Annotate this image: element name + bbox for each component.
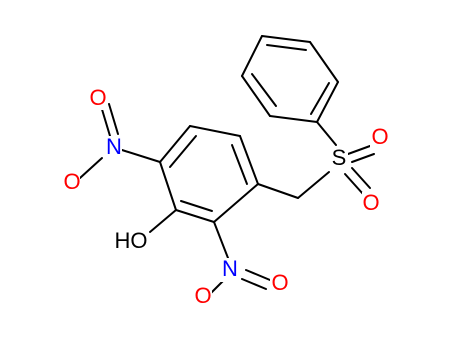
bond-s-o-upper bbox=[347, 145, 371, 155]
atom-hydroxyl: HO bbox=[115, 228, 148, 253]
bond-phenyl-2 bbox=[241, 75, 271, 117]
bond-phenyl-2-inner bbox=[251, 73, 277, 107]
bond-ring-c6-c1 bbox=[159, 161, 177, 211]
bond-phenyl-1 bbox=[269, 115, 318, 123]
bond-phenyl-4-inner bbox=[266, 44, 307, 51]
bond-ring-c2-c3 bbox=[189, 125, 241, 137]
bond-n-top-o-top bbox=[100, 105, 111, 137]
bond-ring-c1-c2 bbox=[159, 125, 191, 163]
label-knockout-ho bbox=[114, 230, 148, 254]
bond-c6-oh bbox=[149, 209, 177, 233]
bond-n-top-o-top-double bbox=[108, 103, 119, 135]
bond-ring-c5-c6 bbox=[175, 209, 215, 223]
bond-ring-c3-c4 bbox=[239, 135, 259, 185]
label-knockout-o-bottom bbox=[194, 286, 212, 308]
bond-s-o-upper-double bbox=[351, 153, 375, 163]
atom-o-top: O bbox=[89, 85, 106, 110]
bond-phenyl-6-inner bbox=[310, 82, 330, 115]
atom-o-bottom: O bbox=[194, 283, 211, 308]
atom-o-bottom-right: O bbox=[271, 270, 288, 295]
bond-s-o-lower-double bbox=[351, 167, 371, 189]
atom-o-sulfonyl-upper: O bbox=[371, 124, 388, 149]
label-knockout-n-bottom bbox=[220, 258, 240, 282]
bond-n-top-o-left bbox=[79, 157, 103, 179]
atom-layer: O N O HO N O O S O O bbox=[62, 85, 389, 308]
bond-ring-c3-c4-inner bbox=[231, 144, 248, 185]
bond-c4-ch2 bbox=[257, 183, 299, 199]
bond-phenyl-4 bbox=[261, 35, 311, 43]
bond-phenyl-5 bbox=[309, 41, 339, 83]
bond-n-bottom-o-right bbox=[245, 269, 271, 281]
bond-n-bottom-o-right-double bbox=[241, 278, 267, 290]
label-knockout-o-s-upper bbox=[370, 126, 388, 150]
bond-ring-c1-c2-inner bbox=[169, 135, 197, 168]
bond-s-phenyl bbox=[316, 121, 337, 146]
bond-layer bbox=[79, 35, 375, 299]
label-knockout-o-top bbox=[88, 88, 106, 110]
bond-ring-c5-c6-inner bbox=[180, 200, 213, 212]
bond-ch2-s bbox=[297, 171, 330, 199]
bond-s-o-lower bbox=[344, 173, 364, 195]
bond-phenyl-6 bbox=[316, 81, 339, 123]
atom-n-top: N bbox=[106, 134, 122, 159]
atom-o-left: O bbox=[63, 169, 80, 194]
atom-n-bottom: N bbox=[222, 256, 238, 281]
label-knockout-o-left bbox=[62, 172, 80, 194]
atom-sulfur: S bbox=[332, 145, 347, 170]
bond-ring-c4-c5 bbox=[213, 183, 259, 223]
bond-c5-n-bottom bbox=[213, 221, 229, 259]
bond-phenyl-3 bbox=[241, 35, 263, 77]
label-knockout-s bbox=[330, 146, 348, 172]
label-knockout-o-s-lower bbox=[362, 192, 380, 216]
label-knockout-n-top bbox=[104, 136, 122, 160]
bond-c1-n-top bbox=[121, 149, 161, 163]
atom-o-sulfonyl-lower: O bbox=[362, 190, 379, 215]
label-knockout-o-bottom-right bbox=[270, 272, 290, 296]
